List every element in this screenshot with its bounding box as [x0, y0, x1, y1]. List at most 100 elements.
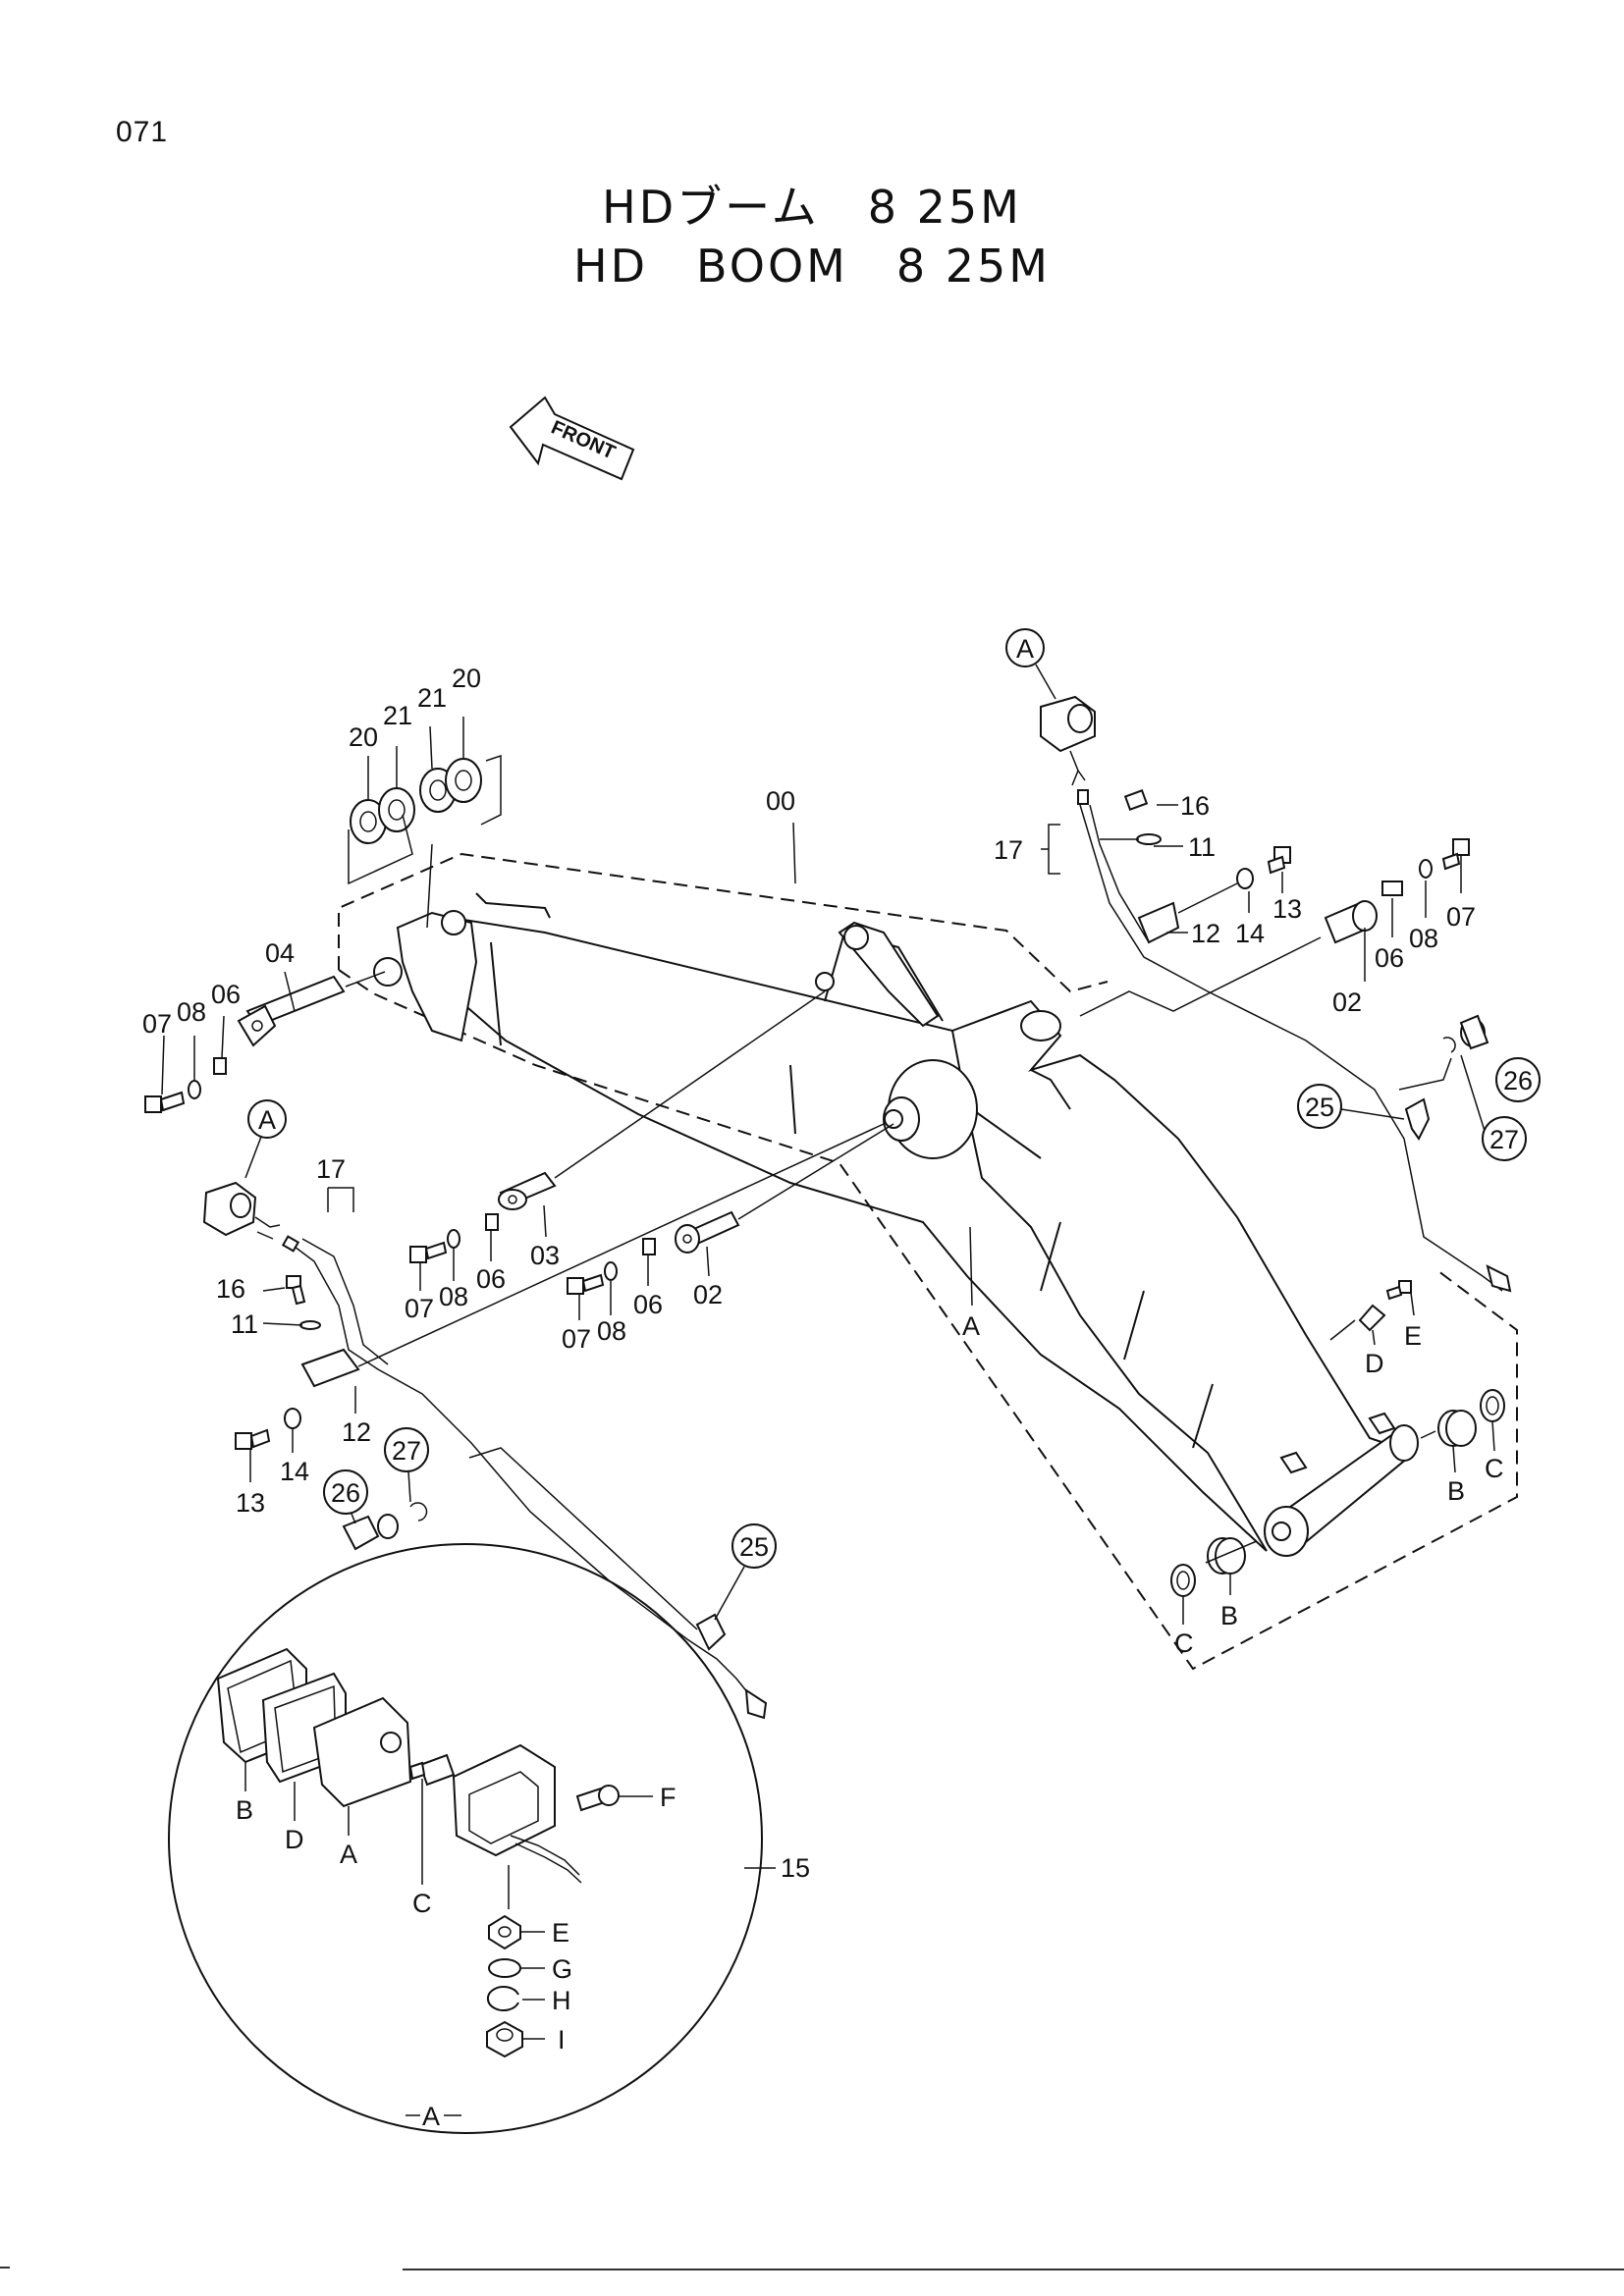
detail-circle: [168, 1543, 763, 2134]
work-lamp-a-left: [202, 1181, 768, 1720]
label-13: 13: [1272, 894, 1302, 924]
label-08: 08: [439, 1282, 468, 1311]
svg-text:26: 26: [1503, 1066, 1533, 1095]
label-i: I: [558, 2025, 566, 2055]
label-g: G: [552, 1954, 572, 1984]
label-c: C: [1485, 1454, 1504, 1483]
callout-circle-25-upper: 25: [1297, 1084, 1405, 1129]
title-english: HD BOOM 8 25M: [573, 240, 1051, 293]
label-07: 07: [405, 1294, 434, 1323]
label-a-boom: A: [962, 1311, 980, 1341]
assembly-outline: [338, 852, 1518, 1671]
label-06: 06: [476, 1264, 506, 1294]
label-07: 07: [1446, 902, 1476, 932]
lamp-housing-a: [312, 1696, 412, 1808]
label-00: 00: [766, 786, 795, 816]
washer-08-c: [604, 1261, 618, 1281]
svg-text:A: A: [1016, 634, 1034, 664]
label-e-lamp: E: [552, 1918, 569, 1948]
callout-circle-27-left: 27: [384, 1427, 429, 1503]
label-21: 21: [383, 701, 412, 730]
label-02: 02: [693, 1280, 723, 1309]
label-08: 08: [1409, 924, 1438, 953]
callout-circle-26-left: 26: [323, 1469, 368, 1524]
washer-08-b: [447, 1229, 460, 1249]
label-12: 12: [1191, 919, 1220, 948]
title-japanese: HDブーム 8 25M: [602, 181, 1022, 234]
label-04: 04: [265, 938, 295, 968]
cable-clip-upper: [1398, 1014, 1489, 1141]
front-arrow-icon: FRONT: [509, 396, 635, 481]
work-lamp-a-upper: [1040, 695, 1512, 1293]
boom-body: [373, 892, 1419, 1557]
label-03: 03: [530, 1241, 560, 1270]
shims-20-21: [348, 754, 502, 929]
svg-text:27: 27: [392, 1436, 421, 1466]
bolt-07-c: [567, 1273, 605, 1295]
plate-06-a: [213, 1057, 227, 1075]
label-21: 21: [417, 683, 447, 713]
washer-14-left: [284, 1408, 301, 1429]
svg-text:A: A: [258, 1105, 276, 1135]
washer-08-a: [188, 1080, 201, 1099]
screw-e-boom: [1385, 1280, 1412, 1301]
screw-f: [575, 1785, 620, 1812]
callout-circle-26-upper: 26: [1495, 1057, 1541, 1102]
cap-26-left: [342, 1514, 399, 1551]
plate-06-b: [485, 1213, 499, 1231]
label-b-lamp: B: [236, 1795, 253, 1825]
svg-text:25: 25: [1305, 1093, 1334, 1122]
label-20: 20: [349, 722, 378, 752]
snap-ring-27-left: [409, 1502, 428, 1522]
seal-c-right: [1480, 1389, 1505, 1422]
part-number-labels: 00 04 07 08 06 20 21 21 20 17 16 11 12 1…: [142, 664, 1504, 2131]
pin-04: [237, 971, 386, 1047]
label-17: 17: [994, 835, 1023, 865]
label-16: 16: [216, 1274, 245, 1304]
clamp-12-left: [300, 1348, 360, 1388]
nut-i: [486, 2020, 523, 2058]
label-08: 08: [597, 1316, 626, 1346]
callout-circle-a-left: A: [244, 1099, 287, 1179]
label-11: 11: [1188, 832, 1216, 862]
cable-clip-lower: [695, 1613, 727, 1651]
bolt-16-left: [286, 1275, 306, 1306]
pin-03: [498, 990, 826, 1210]
footer-left-mark: [0, 2267, 10, 2269]
plate-06-c: [642, 1238, 656, 1255]
label-16: 16: [1180, 791, 1210, 821]
label-d-lamp: D: [285, 1825, 304, 1854]
label-b: B: [1447, 1476, 1465, 1506]
label-e-boom: E: [1404, 1321, 1422, 1351]
callout-circle-25-lower: 25: [714, 1523, 777, 1621]
label-a-lamp: A: [340, 1840, 357, 1869]
label-a-circle: A: [422, 2102, 440, 2131]
plate-06-d: [1381, 881, 1403, 896]
pin-02-lower: [675, 1123, 894, 1254]
lamp-bulb-c: [408, 1753, 456, 1787]
lamp-body: [452, 1743, 582, 1884]
bushing-b-right: [1437, 1410, 1477, 1447]
seal-c-left: [1170, 1564, 1196, 1597]
label-06: 06: [211, 980, 241, 1009]
leader-lines: [161, 717, 1495, 2116]
washer-g: [488, 1958, 521, 1978]
label-14: 14: [1235, 919, 1265, 948]
callout-circle-27-upper: 27: [1460, 1054, 1527, 1161]
label-08: 08: [177, 997, 206, 1027]
label-12: 12: [342, 1417, 371, 1447]
label-13: 13: [236, 1488, 265, 1518]
washer-14-upper: [1236, 868, 1254, 889]
washer-08-d: [1419, 859, 1433, 879]
bushing-b-left: [1207, 1537, 1246, 1575]
plate-d-boom: [1358, 1304, 1386, 1332]
label-07: 07: [562, 1324, 591, 1354]
bolt-07-b: [409, 1241, 448, 1263]
label-11: 11: [231, 1309, 258, 1339]
washer-11-left: [299, 1320, 321, 1330]
svg-text:25: 25: [739, 1532, 769, 1562]
label-d-boom: D: [1365, 1349, 1384, 1378]
footer-rule: [403, 2269, 1624, 2270]
callout-circle-a-upper: A: [1005, 628, 1056, 700]
